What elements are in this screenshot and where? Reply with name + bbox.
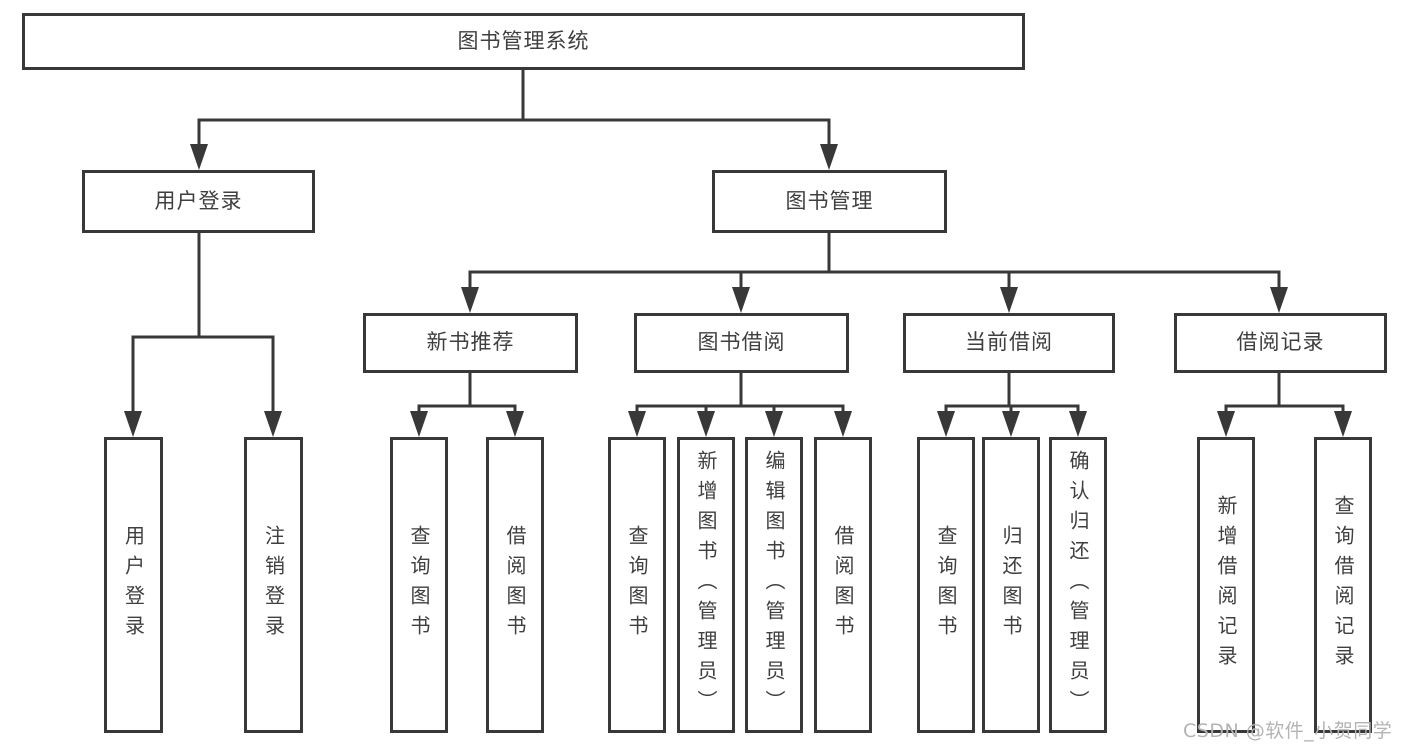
branch-box-borrowing-records: 借阅记录: [1174, 313, 1387, 373]
leaf-box-borrowing-borrow-books: 借阅图书: [814, 437, 872, 733]
branch-box-user-login: 用户登录: [82, 170, 315, 233]
root-box-library-management-system: 图书管理系统: [22, 13, 1025, 70]
leaf-box-records-query-record: 查询借阅记录: [1314, 437, 1372, 733]
leaf-box-recommend-query-books: 查询图书: [390, 437, 448, 733]
leaf-box-current-confirm-return-admin: 确认归还（管理员）: [1049, 437, 1107, 733]
leaf-box-logout: 注销登录: [244, 437, 303, 733]
leaf-box-current-query-books: 查询图书: [917, 437, 975, 733]
branch-box-current-borrowing: 当前借阅: [903, 313, 1115, 373]
csdn-watermark: CSDN @软件_小贺同学: [1183, 720, 1393, 742]
leaf-box-borrowing-query-books: 查询图书: [608, 437, 666, 733]
branch-box-new-book-recommend: 新书推荐: [363, 313, 578, 373]
leaf-box-borrowing-edit-books-admin: 编辑图书（管理员）: [745, 437, 803, 733]
leaf-box-borrowing-add-books-admin: 新增图书（管理员）: [677, 437, 735, 733]
leaf-box-user-login: 用户登录: [104, 437, 163, 733]
leaf-box-records-add-record: 新增借阅记录: [1197, 437, 1255, 733]
branch-box-book-management: 图书管理: [712, 170, 947, 233]
leaf-box-recommend-borrow-books: 借阅图书: [486, 437, 544, 733]
leaf-box-current-return-books: 归还图书: [982, 437, 1040, 733]
branch-box-book-borrowing: 图书借阅: [634, 313, 849, 373]
